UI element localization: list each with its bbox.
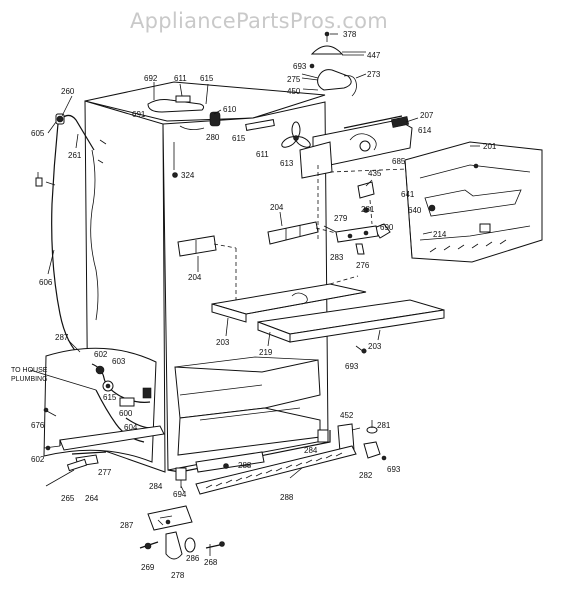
callout-label: 641 bbox=[401, 190, 415, 199]
callout-label: 283 bbox=[330, 253, 344, 262]
callout-label: 378 bbox=[343, 30, 357, 39]
callout-label: 204 bbox=[188, 273, 202, 282]
callout-label: 610 bbox=[223, 105, 237, 114]
callout-label: 277 bbox=[98, 468, 112, 477]
callout-label: 691 bbox=[132, 110, 146, 119]
leveling-legs bbox=[175, 429, 329, 488]
callout-label: 261 bbox=[68, 151, 82, 160]
callout-label: 268 bbox=[204, 558, 218, 567]
callout-label: 600 bbox=[119, 409, 133, 418]
callout-label: 269 bbox=[141, 563, 155, 572]
callout-label: 603 bbox=[112, 357, 126, 366]
callout-label: 324 bbox=[181, 171, 195, 180]
callout-label: 694 bbox=[173, 490, 187, 499]
bottom-hinge bbox=[139, 505, 225, 560]
callout-label: 284 bbox=[304, 446, 318, 455]
callout-label: 204 bbox=[270, 203, 284, 212]
callout-label: 614 bbox=[418, 126, 432, 135]
callout-label: 613 bbox=[280, 159, 294, 168]
callout-label: 286 bbox=[186, 554, 200, 563]
callout-label: 288 bbox=[280, 493, 294, 502]
callout-label: 282 bbox=[359, 471, 373, 480]
callout-label: 602 bbox=[31, 455, 45, 464]
screw-693 bbox=[355, 345, 367, 354]
callout-label: 693 bbox=[345, 362, 359, 371]
callout-label: 693 bbox=[293, 62, 307, 71]
callout-label: 693 bbox=[387, 465, 401, 474]
bottom-right-hardware bbox=[337, 420, 387, 461]
callout-label: 279 bbox=[334, 214, 348, 223]
callout-label: 207 bbox=[420, 111, 434, 120]
callout-label: 214 bbox=[433, 230, 447, 239]
callout-label: 287 bbox=[120, 521, 134, 530]
callout-label: 275 bbox=[287, 75, 301, 84]
callout-label: 447 bbox=[367, 51, 381, 60]
callout-label: 611 bbox=[174, 74, 187, 83]
callout-label: 676 bbox=[31, 421, 45, 430]
callout-label: 264 bbox=[85, 494, 99, 503]
callout-label: 265 bbox=[61, 494, 75, 503]
callout-label: 452 bbox=[340, 411, 354, 420]
control-housing bbox=[299, 115, 433, 240]
leader-lines bbox=[37, 33, 480, 526]
note-line-2: PLUMBING bbox=[11, 376, 48, 383]
watermark-text: AppliancePartsPros.com bbox=[130, 9, 388, 33]
shelf-rails bbox=[211, 275, 445, 343]
callout-label: 615 bbox=[200, 74, 214, 83]
callout-label: 640 bbox=[408, 206, 422, 215]
callout-label: 692 bbox=[144, 74, 158, 83]
callout-label: 602 bbox=[94, 350, 108, 359]
light-assembly bbox=[301, 31, 366, 97]
callout-label: 605 bbox=[31, 129, 45, 138]
callout-label: 615 bbox=[232, 134, 246, 143]
callout-label: 690 bbox=[380, 223, 394, 232]
callout-label: 606 bbox=[39, 278, 53, 287]
callout-label: 685 bbox=[392, 157, 406, 166]
callout-label: 611 bbox=[256, 150, 269, 159]
callout-label: 260 bbox=[61, 87, 75, 96]
callout-label: 604 bbox=[124, 423, 138, 432]
callout-label: 203 bbox=[216, 338, 230, 347]
toe-grille bbox=[195, 445, 357, 495]
callout-label: 288 bbox=[238, 461, 252, 470]
callout-label: 219 bbox=[259, 348, 273, 357]
callout-label: 287 bbox=[55, 333, 69, 342]
cabinet-liner bbox=[84, 81, 331, 473]
top-control-parts bbox=[147, 95, 311, 178]
bottom-left-hardware bbox=[43, 407, 165, 487]
callout-label: 435 bbox=[368, 169, 382, 178]
callout-label: 273 bbox=[367, 70, 381, 79]
callout-label: 280 bbox=[206, 133, 220, 142]
note-line-1: TO HOUSE bbox=[11, 367, 48, 374]
hinge-assembly bbox=[323, 225, 379, 255]
callout-label: 284 bbox=[149, 482, 163, 491]
callout-labels: 378 447 693 275 273 450 692 611 615 691 … bbox=[31, 30, 497, 580]
callout-label: 281 bbox=[361, 205, 375, 214]
callout-label: 203 bbox=[368, 342, 382, 351]
callout-label: 450 bbox=[287, 87, 301, 96]
callout-label: 281 bbox=[377, 421, 391, 430]
callout-label: 201 bbox=[483, 142, 497, 151]
callout-label: 276 bbox=[356, 261, 370, 270]
callout-label: 278 bbox=[171, 571, 185, 580]
shelf-bracket-right bbox=[267, 221, 341, 245]
control-panel bbox=[404, 141, 543, 263]
callout-label: 615 bbox=[103, 393, 117, 402]
